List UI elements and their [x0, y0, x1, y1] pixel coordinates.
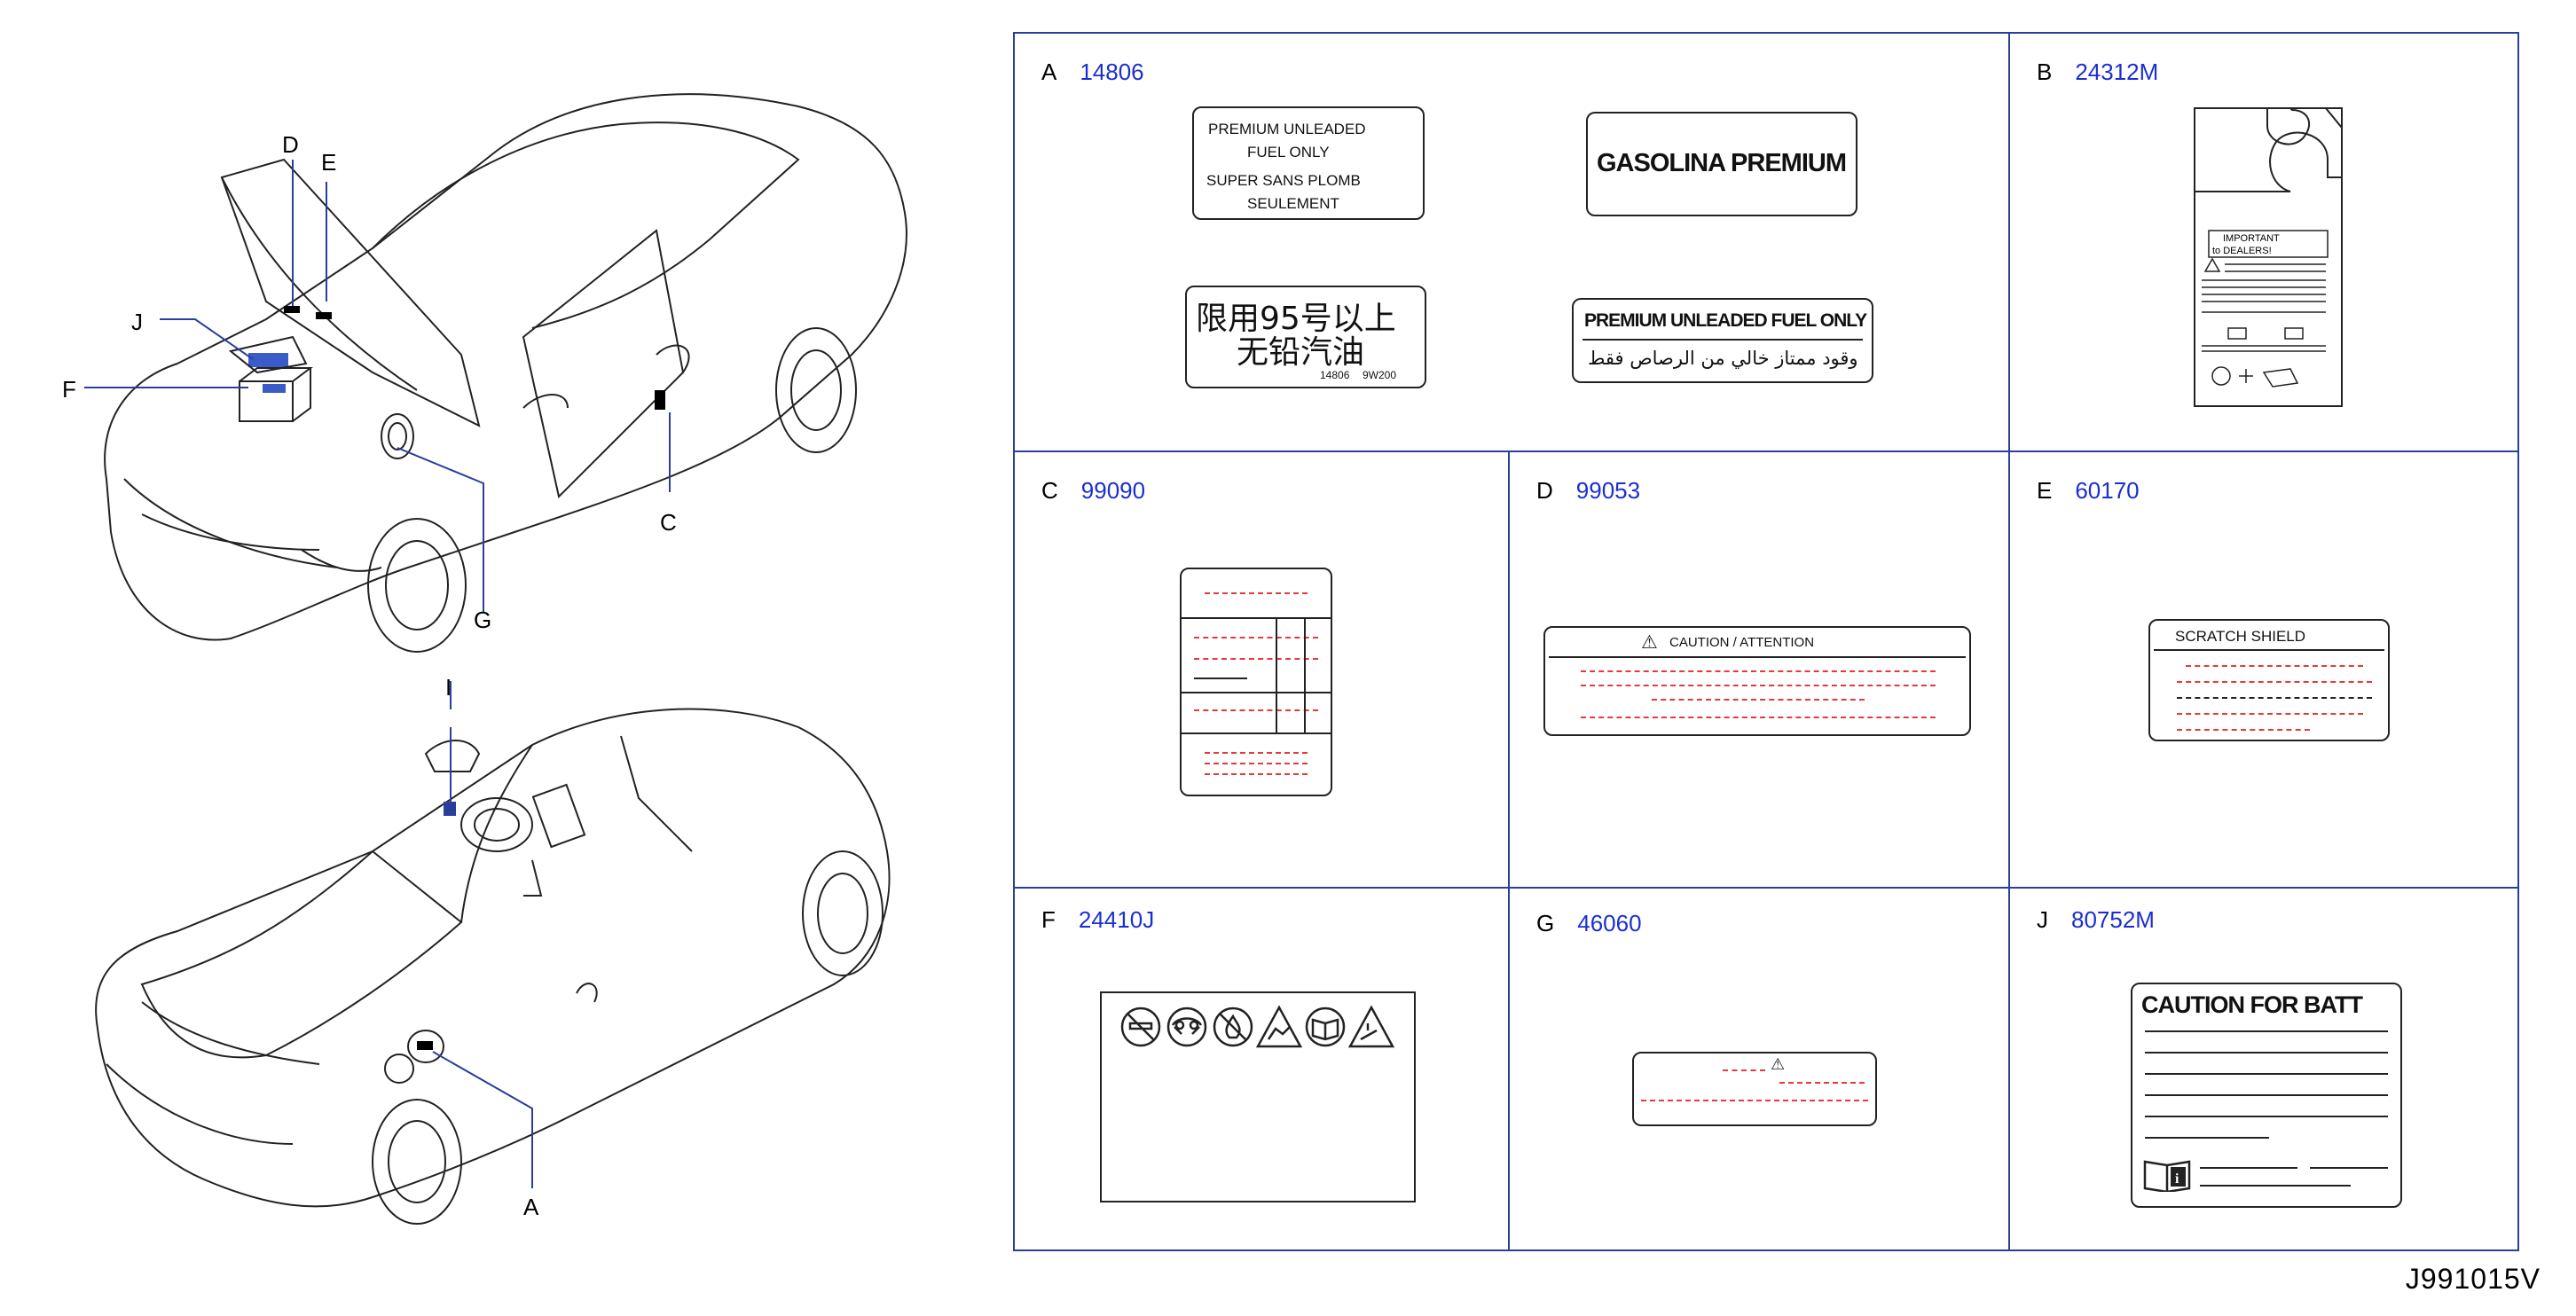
svg-text:IMPORTANT: IMPORTANT [2223, 233, 2280, 244]
corrosive-icon [1347, 1005, 1395, 1048]
no-flame-icon [1213, 1007, 1253, 1047]
top-car-body [104, 93, 907, 641]
read-manual-icon [1305, 1007, 1346, 1047]
fuel-label-gasolina: GASOLINA PREMIUM [1586, 112, 1857, 216]
callout-c: C [660, 509, 677, 536]
cell-b-part-number: 24312M [2075, 59, 2159, 85]
cell-f-part-number: 24410J [1078, 906, 1155, 933]
bottom-car-fuel-lid [407, 1030, 444, 1063]
fuel-label-arabic: PREMIUM UNLEADED FUEL ONLY وقود ممتاز خا… [1572, 298, 1873, 383]
bottom-car-wheel-rear [372, 1099, 462, 1225]
cell-d-part-number: 99053 [1575, 477, 1641, 504]
callout-g: G [474, 607, 492, 633]
cell-j-part-number: 80752M [2071, 906, 2155, 933]
callout-a: A [523, 1194, 539, 1220]
cell-g-part-number: 46060 [1577, 910, 1642, 936]
callout-e: E [321, 149, 337, 176]
no-smoking-icon [1120, 1007, 1161, 1047]
label-99053: ⚠ CAUTION / ATTENTION [1543, 626, 1971, 736]
bottom-car-body [95, 708, 891, 1208]
explosive-gas-icon [1255, 1005, 1303, 1048]
top-car-coolant [381, 413, 414, 459]
label-scratch-shield: SCRATCH SHIELD [2148, 619, 2390, 741]
top-car-roof [372, 121, 800, 329]
battery-caution-label: CAUTION FOR BATT i [2131, 983, 2402, 1208]
fuel-label-chinese: 限用95号以上 无铅汽油 14806 9W200 [1185, 286, 1426, 388]
svg-text:i: i [2175, 1171, 2179, 1187]
callout-i: I [445, 674, 452, 701]
top-car-hood [220, 158, 481, 427]
fuel-label-en-fr: PREMIUM UNLEADED FUEL ONLY SUPER SANS PL… [1192, 106, 1425, 220]
diagram-code: J991015V [2405, 1263, 2541, 1295]
label-99090 [1180, 568, 1332, 796]
callout-j: J [131, 309, 143, 335]
cell-a-part-number: 14806 [1080, 59, 1144, 85]
eye-protection-icon [1166, 1007, 1207, 1047]
label-46060: ⚠ [1632, 1052, 1877, 1126]
warning-triangle-icon: ⚠ [1771, 1055, 1786, 1073]
bottom-car-steering [460, 797, 533, 852]
top-car-door [522, 229, 685, 498]
label-parts-grid: A 14806 PREMIUM UNLEADED FUEL ONLY SUPER … [1013, 32, 2519, 1251]
warning-triangle-icon: ⚠ [1641, 632, 1658, 653]
car-overview-icon [84, 93, 907, 1225]
callout-f: F [62, 376, 76, 403]
cell-c-part-number: 99090 [1080, 477, 1146, 504]
top-car-battery [239, 380, 294, 422]
callout-d: D [282, 131, 299, 158]
dealer-hang-tag: IMPORTANT to DEALERS! [2194, 107, 2343, 407]
cell-e-part-number: 60170 [2075, 477, 2140, 504]
svg-text:to DEALERS!: to DEALERS! [2212, 246, 2272, 256]
cell-a-letter: A [1041, 59, 1057, 85]
top-car-wheel-rear [775, 327, 857, 453]
battery-warning-label [1100, 991, 1416, 1202]
info-book-icon: i [2143, 1160, 2191, 1192]
top-car-wheel-front [367, 518, 467, 653]
cell-a: A 14806 PREMIUM UNLEADED FUEL ONLY SUPER … [1015, 34, 2008, 450]
warning-triangle-icon [2203, 257, 2221, 272]
